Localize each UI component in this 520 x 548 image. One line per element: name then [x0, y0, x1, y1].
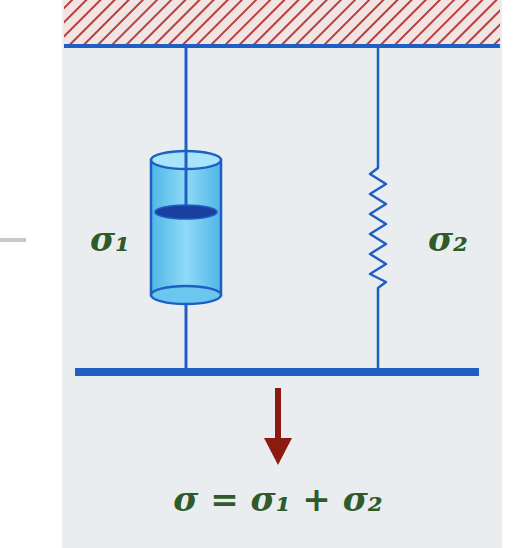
panel [62, 0, 502, 548]
force-arrow-shaft [275, 388, 281, 440]
tick [0, 238, 26, 242]
stress-label: σ₁ [90, 221, 130, 258]
support-line [64, 44, 500, 48]
piston-plate [155, 205, 217, 219]
stress-sum-equation: σ = σ₁ + σ₂ [173, 481, 382, 518]
dashpot-rod [185, 46, 188, 212]
bottom-bar [75, 368, 479, 376]
fixed-support [64, 0, 500, 45]
force-arrow-head [264, 438, 292, 465]
spring-symbol [370, 46, 386, 372]
piston-rod [185, 150, 188, 212]
dashpot-lower-rod [185, 304, 188, 372]
dashpot-bottom [151, 286, 221, 304]
stress-label: σ₂ [428, 221, 468, 258]
